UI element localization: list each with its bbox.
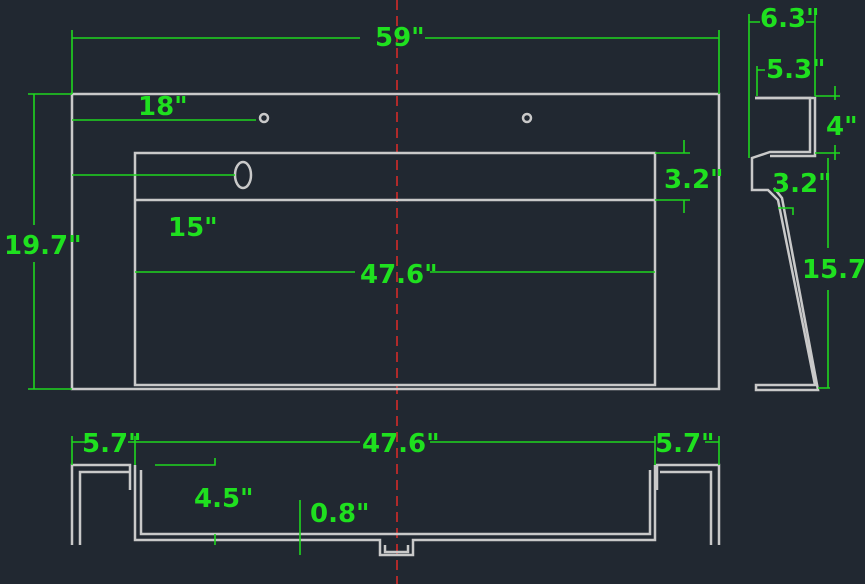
lip-height-label: 3.2" bbox=[664, 165, 724, 195]
bracket-height-label: 4" bbox=[826, 112, 858, 142]
bottom-basin-width-label: 47.6" bbox=[362, 429, 440, 459]
bottom-profile bbox=[70, 463, 721, 557]
side-profile bbox=[750, 96, 820, 392]
basin-width-label: 47.6" bbox=[360, 260, 438, 290]
left-wing-label: 5.7" bbox=[82, 429, 142, 459]
bottom-view: 5.7" 47.6" 5.7" 4.5" 0.8" bbox=[70, 429, 721, 557]
front-view: 59" 19.7" 18" 15" 47.6" 3.2" bbox=[4, 23, 724, 391]
countertop-outline bbox=[70, 92, 721, 391]
faucet-hole-left bbox=[258, 112, 270, 124]
overflow-hole bbox=[233, 160, 253, 190]
body-height-label: 15.7" bbox=[802, 255, 865, 285]
bracket-depth-label: 5.3" bbox=[766, 55, 826, 85]
hole-height-label: 18" bbox=[138, 92, 188, 122]
overflow-height-label: 15" bbox=[168, 213, 218, 243]
side-bracket bbox=[755, 96, 817, 158]
side-view: 6.3" 5.3" 4" 3.2" 15.7" bbox=[748, 4, 865, 392]
basin-outline bbox=[133, 151, 657, 387]
overall-height-label: 19.7" bbox=[4, 231, 82, 261]
drain-depth-label: 0.8" bbox=[310, 499, 370, 529]
top-depth-label: 6.3" bbox=[760, 4, 820, 34]
faucet-hole-right bbox=[521, 112, 533, 124]
basin-depth-label: 4.5" bbox=[194, 484, 254, 514]
right-wing-label: 5.7" bbox=[655, 429, 715, 459]
lip-depth-label: 3.2" bbox=[772, 169, 832, 199]
overall-width-label: 59" bbox=[375, 23, 425, 53]
